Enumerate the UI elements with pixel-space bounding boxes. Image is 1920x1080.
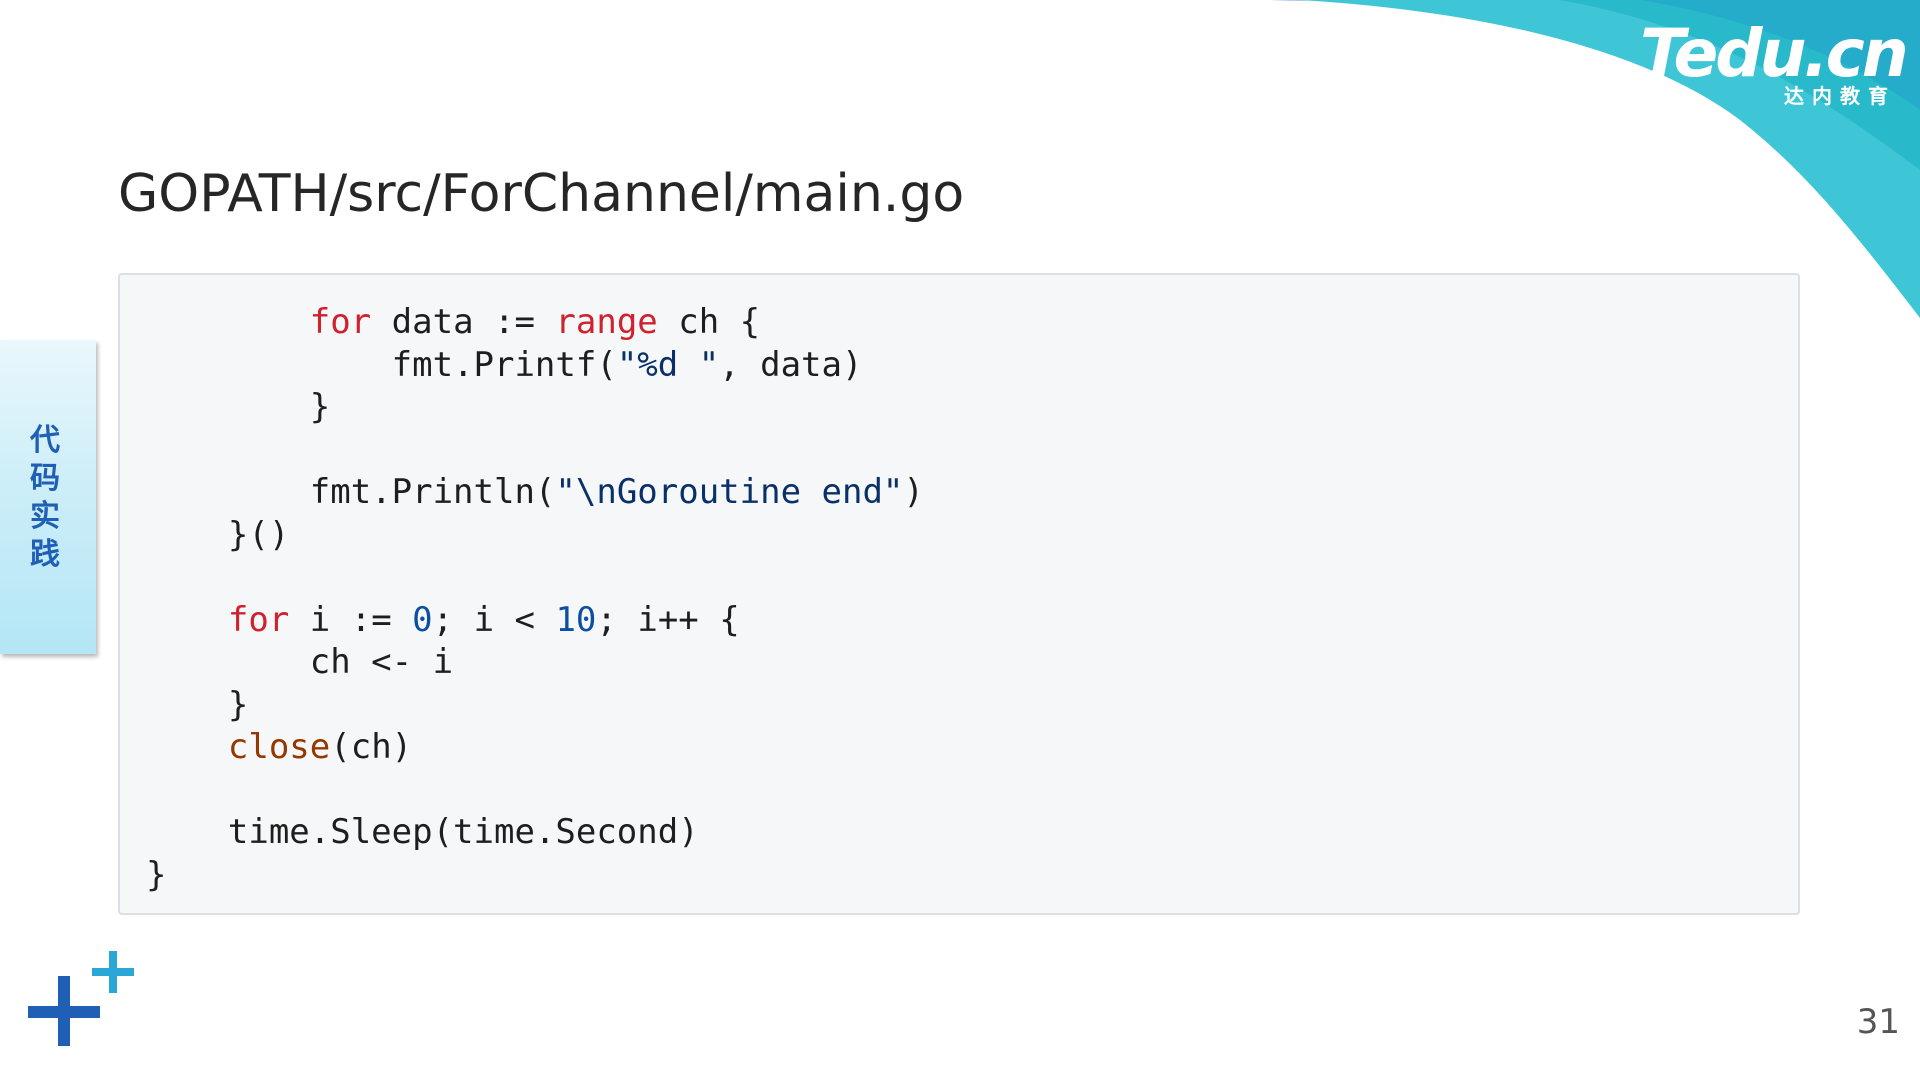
wave-teal-band: [1560, 0, 1920, 170]
code-line: for i := 0; i < 10; i++ {: [146, 599, 1798, 642]
tedu-logo: Tedu.cn 达内教育: [1640, 16, 1910, 116]
code-token-str: "\nGoroutine end": [555, 472, 904, 512]
code-token: time.Sleep(time.Second): [146, 812, 699, 852]
code-token: i :=: [289, 599, 413, 640]
code-line: fmt.Printf("%d ", data): [146, 344, 1798, 387]
plus-decoration-icon: [28, 951, 134, 1046]
code-token-kw: for: [227, 599, 290, 640]
code-token: }(): [146, 514, 290, 555]
logo-subtitle: 达内教育: [1784, 84, 1896, 108]
large-plus-icon: [28, 976, 100, 1046]
code-token-kw: range: [555, 302, 658, 342]
code-token: [146, 302, 310, 342]
side-tab: 代码实践: [0, 340, 96, 654]
code-token: ch {: [657, 302, 761, 342]
code-line: [146, 769, 1798, 812]
code-token: , data): [719, 344, 863, 385]
code-line: }(): [146, 514, 1798, 557]
code-line: time.Sleep(time.Second): [146, 811, 1798, 854]
code-token: ): [903, 472, 924, 512]
code-token-builtin: close: [227, 727, 331, 767]
code-line: }: [146, 854, 1798, 897]
code-token: fmt.Printf(: [146, 344, 617, 385]
side-tab-label: 代码实践: [30, 423, 60, 572]
code-block: for data := range ch { fmt.Printf("%d ",…: [118, 273, 1800, 915]
wave-cyan-band: [1300, 0, 1920, 318]
page-title: GOPATH/src/ForChannel/main.go: [118, 164, 965, 224]
code-line: }: [146, 684, 1798, 727]
code-token: ch <- i: [146, 642, 454, 682]
code-line: }: [146, 386, 1798, 429]
code-token: [146, 727, 228, 767]
code-token: fmt.Println(: [146, 472, 556, 512]
code-line: ch <- i: [146, 641, 1798, 684]
code-token: [146, 600, 228, 640]
code-token-kw: for: [309, 302, 372, 342]
corner-wave-decoration: [1270, 0, 1920, 318]
logo-wordmark: Tedu.cn: [1640, 15, 1909, 92]
code-line: for data := range ch {: [146, 301, 1798, 344]
code-token-num: 0: [412, 599, 433, 640]
small-plus-icon: [92, 951, 134, 993]
code-token: data :=: [371, 302, 556, 342]
code-token: ; i <: [432, 599, 556, 640]
code-token: }: [146, 854, 167, 895]
code-line: fmt.Println("\nGoroutine end"): [146, 471, 1798, 514]
code-line: close(ch): [146, 726, 1798, 769]
code-line: [146, 429, 1798, 472]
code-token: }: [146, 684, 249, 725]
code-token: }: [146, 387, 331, 427]
code-token: (ch): [330, 727, 413, 767]
code-token-str: "%d ": [616, 344, 720, 385]
code-line: [146, 556, 1798, 599]
code-token: ; i++ {: [596, 599, 740, 640]
code-token-num: 10: [555, 599, 597, 640]
page-number: 31: [1856, 1002, 1900, 1042]
